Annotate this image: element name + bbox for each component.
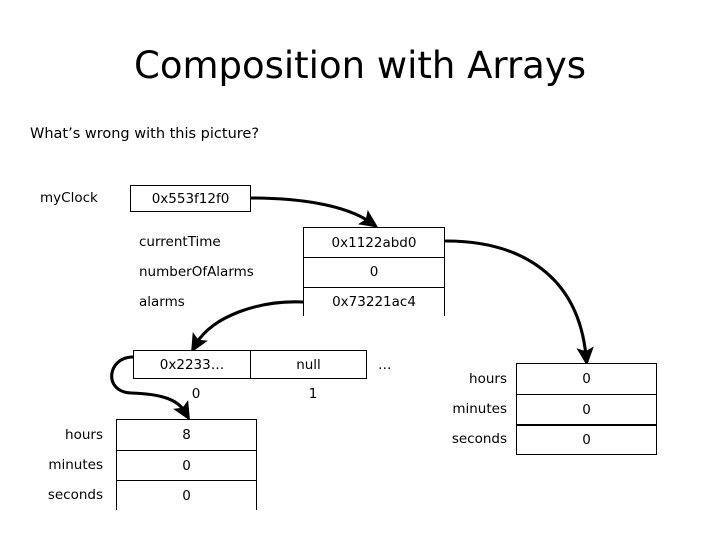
current-time-value-seconds: 0 — [517, 424, 656, 454]
clock-field-label-currenttime: currentTime — [139, 234, 221, 250]
clock-value-alarms: 0x73221ac4 — [304, 286, 444, 316]
current-time-object-box: 0 0 0 — [516, 363, 657, 455]
arrow-myclock-to-clock — [248, 196, 379, 228]
array-ellipsis: … — [378, 357, 392, 373]
alarm-time-label-hours: hours — [65, 427, 103, 443]
clock-object-box: 0x1122abd0 0 0x73221ac4 — [303, 227, 445, 316]
alarm-time-object-box: 8 0 0 — [116, 419, 257, 510]
myclock-variable-label: myClock — [40, 190, 98, 206]
alarm-time-label-minutes: minutes — [48, 457, 103, 473]
current-time-value-minutes: 0 — [517, 394, 656, 424]
array-cell-0: 0x2233… — [134, 351, 250, 378]
alarm-time-value-minutes: 0 — [117, 450, 256, 480]
myclock-value-box: 0x553f12f0 — [130, 185, 251, 212]
page-title: Composition with Arrays — [133, 44, 587, 87]
clock-value-numberofalarms: 0 — [304, 257, 444, 287]
current-time-label-hours: hours — [469, 371, 507, 387]
clock-field-label-alarms: alarms — [139, 294, 185, 310]
current-time-label-minutes: minutes — [452, 401, 507, 417]
array-index-1: 1 — [308, 386, 318, 402]
arrow-alarms-to-array — [191, 300, 305, 353]
current-time-label-seconds: seconds — [451, 431, 507, 447]
array-cell-1: null — [250, 351, 366, 378]
alarm-time-value-seconds: 0 — [117, 480, 256, 510]
array-index-0: 0 — [191, 386, 201, 402]
alarms-array-box: 0x2233… null — [133, 350, 367, 379]
clock-value-currenttime: 0x1122abd0 — [304, 228, 444, 258]
current-time-value-hours: 0 — [517, 364, 656, 394]
subtitle-text: What’s wrong with this picture? — [30, 126, 260, 142]
alarm-time-value-hours: 8 — [117, 420, 256, 450]
myclock-value-cell: 0x553f12f0 — [131, 186, 250, 211]
alarm-time-label-seconds: seconds — [47, 487, 103, 503]
arrow-currenttime-to-time — [444, 239, 594, 366]
clock-field-label-numberofalarms: numberOfAlarms — [139, 264, 254, 280]
